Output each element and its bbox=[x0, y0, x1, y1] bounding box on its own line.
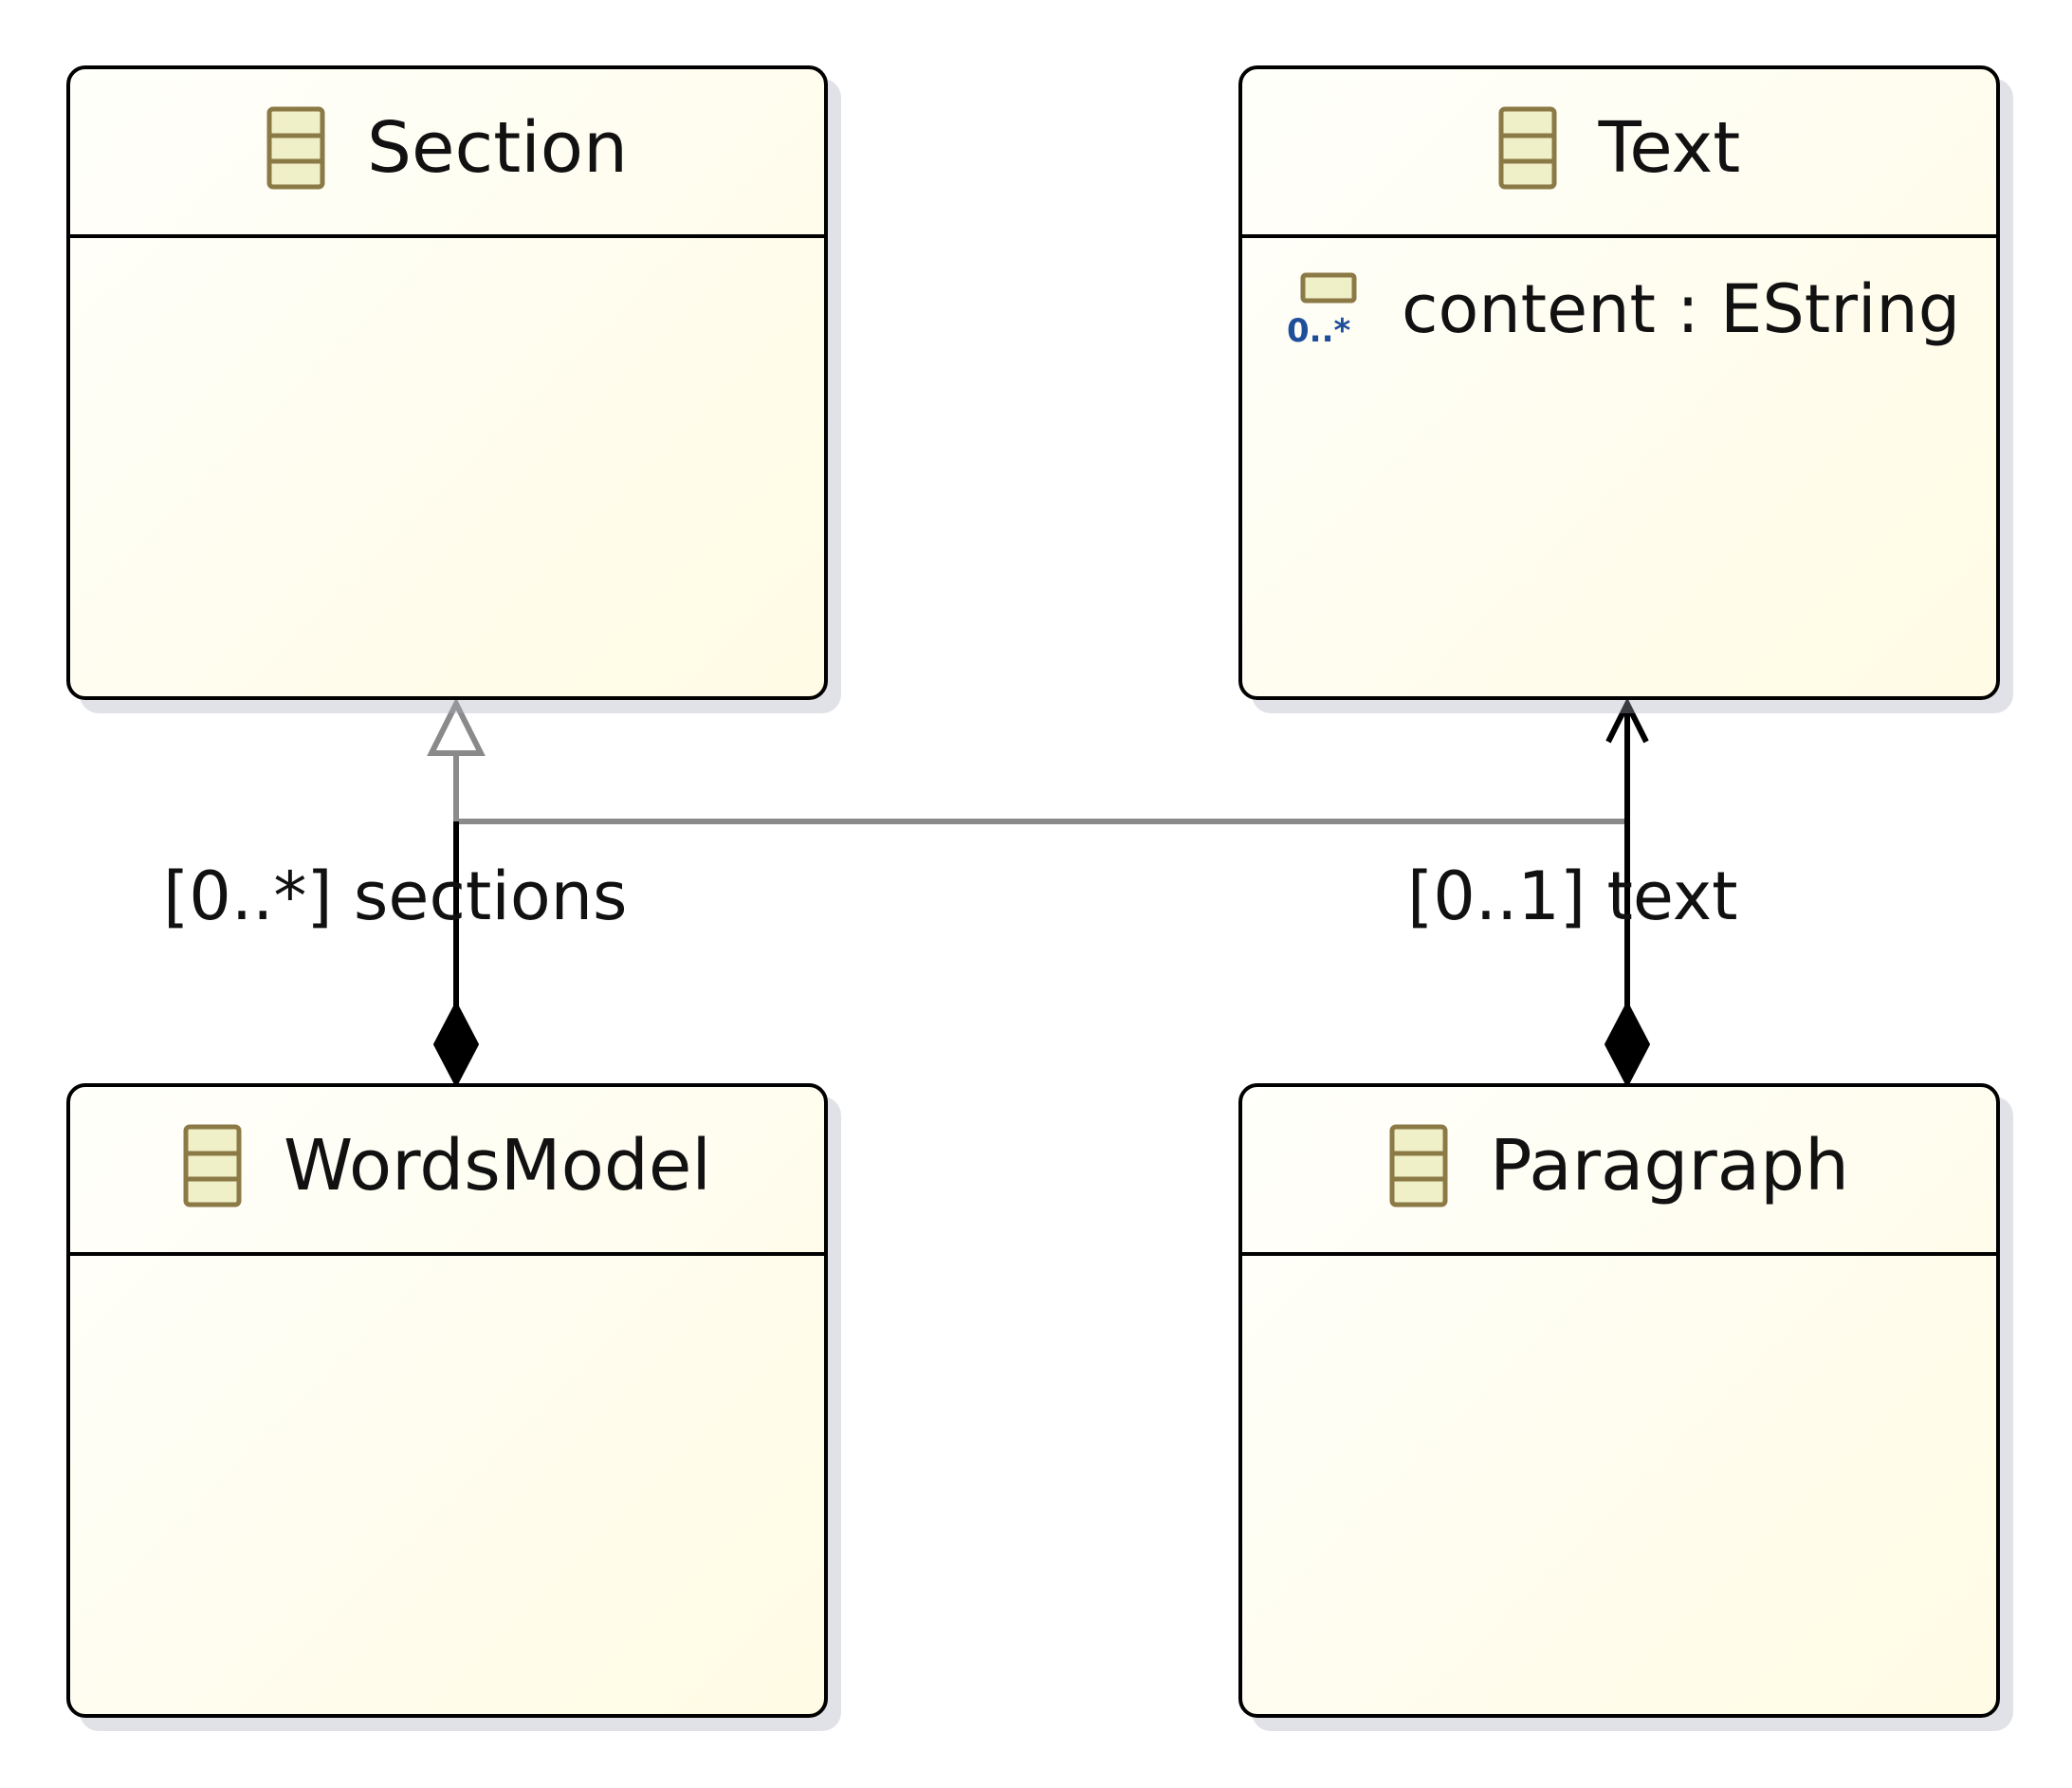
sections-multiplicity-label: [0..*] sections bbox=[163, 857, 628, 935]
attribute-row-content[interactable]: 0..* content : EString bbox=[1286, 268, 1960, 350]
attribute-content: content : EString bbox=[1402, 270, 1961, 348]
class-name-wordsmodel: WordsModel bbox=[284, 1125, 711, 1207]
class-text[interactable]: Text 0..* content : EString bbox=[1238, 65, 2000, 700]
class-icon bbox=[1498, 106, 1557, 190]
class-text-header: Text bbox=[1242, 69, 1996, 238]
class-name-paragraph: Paragraph bbox=[1489, 1125, 1850, 1207]
text-composition-connector[interactable] bbox=[1604, 697, 1651, 1089]
class-section-header: Section bbox=[70, 69, 824, 238]
text-multiplicity-label: [0..1] text bbox=[1407, 857, 1738, 935]
sections-composition-diamond bbox=[432, 1000, 480, 1089]
class-section[interactable]: Section bbox=[66, 65, 828, 700]
class-wordsmodel[interactable]: WordsModel bbox=[66, 1083, 828, 1718]
class-icon bbox=[266, 106, 325, 190]
class-wordsmodel-header: WordsModel bbox=[70, 1087, 824, 1256]
class-wordsmodel-attributes bbox=[70, 1256, 824, 1714]
class-icon bbox=[183, 1124, 242, 1207]
generalization-arrowhead bbox=[427, 697, 486, 756]
attribute-multiplicity-icon: 0..* bbox=[1287, 272, 1357, 350]
class-icon bbox=[1389, 1124, 1448, 1207]
class-paragraph[interactable]: Paragraph bbox=[1238, 1083, 2000, 1718]
class-paragraph-attributes bbox=[1242, 1256, 1996, 1714]
text-navigation-arrowhead bbox=[1605, 697, 1649, 744]
class-name-text: Text bbox=[1598, 107, 1741, 189]
text-composition-diamond bbox=[1604, 1000, 1651, 1089]
class-name-section: Section bbox=[367, 107, 628, 189]
class-text-attributes: 0..* content : EString bbox=[1242, 238, 1996, 696]
multiplicity-badge: 0..* bbox=[1287, 312, 1350, 350]
class-section-attributes bbox=[70, 238, 824, 696]
class-paragraph-header: Paragraph bbox=[1242, 1087, 1996, 1256]
